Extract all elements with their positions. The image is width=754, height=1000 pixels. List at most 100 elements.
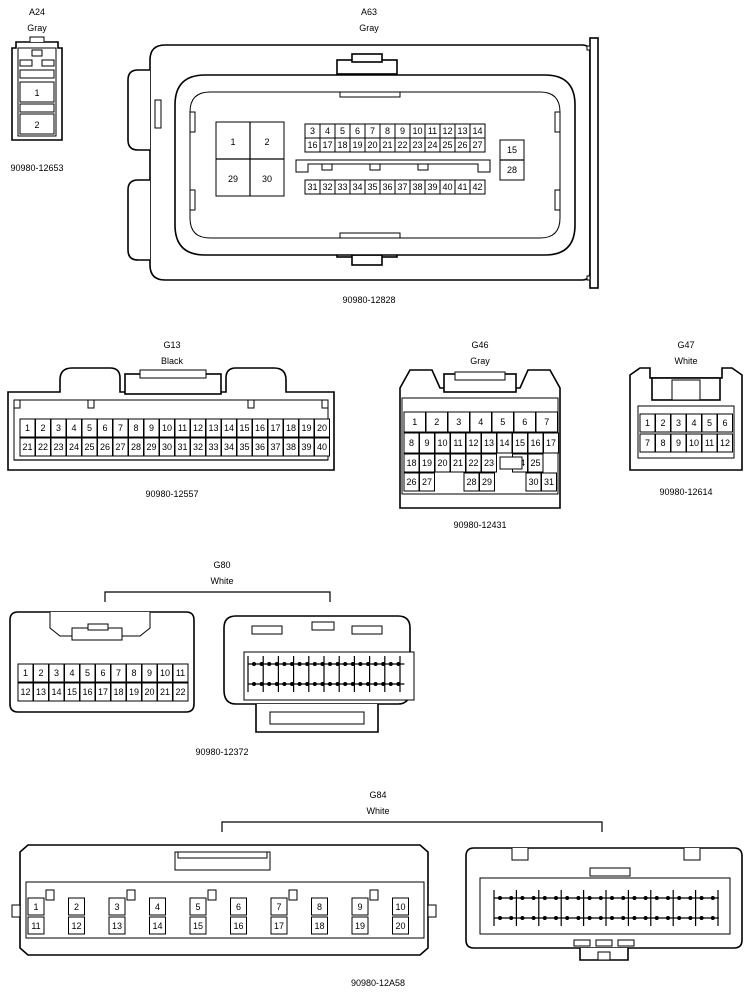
- pin-number: 7: [544, 417, 549, 427]
- terminal-dot: [531, 896, 536, 900]
- terminal-dot: [312, 682, 317, 686]
- latch-slot: [207, 889, 217, 901]
- pin-number: 16: [255, 423, 265, 433]
- a24-pin: 2: [34, 120, 39, 130]
- pin-number: 10: [412, 126, 422, 136]
- pin-number: 22: [38, 442, 48, 452]
- pin-number: 12: [468, 438, 478, 448]
- pin-number: 7: [370, 126, 375, 136]
- pin-number: 21: [160, 687, 170, 697]
- terminal-dot: [688, 916, 693, 920]
- pin-number: 38: [286, 442, 296, 452]
- pin-number: 9: [147, 668, 152, 678]
- pin-number: 3: [114, 902, 119, 912]
- pin-number: 16: [307, 140, 317, 150]
- terminal-dot: [710, 916, 715, 920]
- terminal-dot: [358, 682, 363, 686]
- terminal-dot: [358, 662, 363, 666]
- pin-number: 24: [69, 442, 79, 452]
- pin-number: 2: [74, 902, 79, 912]
- terminal-dot: [710, 896, 715, 900]
- terminal-dot: [576, 896, 581, 900]
- pin-number: 6: [236, 902, 241, 912]
- pin-number: 7: [118, 423, 123, 433]
- pin-number: 40: [317, 442, 327, 452]
- pin-cell: [68, 897, 85, 916]
- pin-number: 17: [270, 423, 280, 433]
- pin-number: 5: [500, 417, 505, 427]
- pin-number: 33: [337, 182, 347, 192]
- terminal-dot: [267, 682, 272, 686]
- pin-number: 12: [442, 126, 452, 136]
- terminal-dot: [632, 916, 637, 920]
- pin-number: 6: [355, 126, 360, 136]
- pin-number: 16: [82, 687, 92, 697]
- a63-pin: 1: [230, 137, 235, 147]
- pin-number: 17: [322, 140, 332, 150]
- pin-number: 34: [352, 182, 362, 192]
- pin-number: 2: [40, 423, 45, 433]
- pin-number: 20: [395, 921, 405, 931]
- pin-number: 32: [322, 182, 332, 192]
- pin-number: 8: [409, 438, 414, 448]
- terminal-dot: [598, 916, 603, 920]
- pin-number: 2: [38, 668, 43, 678]
- pin-cell: [535, 411, 558, 433]
- pin-number: 1: [25, 423, 30, 433]
- pin-number: 16: [530, 438, 540, 448]
- g46-part-number: 90980-12431: [453, 520, 506, 530]
- pin-number: 21: [22, 442, 32, 452]
- pin-number: 19: [301, 423, 311, 433]
- pin-number: 5: [340, 126, 345, 136]
- pin-number: 13: [457, 126, 467, 136]
- pin-cell: [27, 897, 45, 916]
- pin-number: 1: [412, 417, 417, 427]
- terminal-dot: [343, 682, 348, 686]
- pin-cell: [419, 472, 435, 492]
- pin-number: 13: [112, 921, 122, 931]
- terminal-dot: [587, 916, 592, 920]
- g46-color: Gray: [470, 356, 490, 366]
- terminal-dot: [297, 682, 302, 686]
- terminal-dot: [643, 916, 648, 920]
- pin-number: 21: [453, 458, 463, 468]
- pin-cell: [108, 897, 126, 916]
- pin-number: 38: [412, 182, 422, 192]
- pin-cell: [351, 897, 369, 916]
- g84-color: White: [366, 806, 389, 816]
- pin-cell: [469, 179, 486, 195]
- pin-number: 19: [422, 458, 432, 468]
- pin-number: 15: [515, 438, 525, 448]
- terminal-dot: [388, 682, 393, 686]
- pin-cell: [351, 916, 369, 935]
- pin-number: 11: [428, 126, 437, 136]
- pin-cell: [172, 682, 189, 702]
- pin-number: 18: [314, 921, 324, 931]
- terminal-dot: [509, 916, 514, 920]
- pin-number: 39: [427, 182, 437, 192]
- pin-number: 23: [484, 458, 494, 468]
- g13-code: G13: [163, 340, 180, 350]
- a24-code: A24: [29, 7, 45, 17]
- pin-number: 6: [522, 417, 527, 427]
- pin-number: 20: [144, 687, 154, 697]
- pin-number: 40: [442, 182, 452, 192]
- pin-number: 11: [31, 921, 40, 931]
- terminal-dot: [328, 682, 332, 686]
- pin-number: 27: [422, 477, 432, 487]
- terminal-dot: [343, 662, 348, 666]
- pin-number: 13: [208, 423, 218, 433]
- pin-number: 12: [71, 921, 81, 931]
- g13-part-number: 90980-12557: [145, 489, 198, 499]
- a63-pin: 2: [264, 137, 269, 147]
- terminal-dot: [677, 916, 682, 920]
- g13-color: Black: [161, 356, 184, 366]
- a63-color: Gray: [359, 23, 379, 33]
- terminal-dot: [542, 916, 547, 920]
- terminal-dot: [699, 896, 704, 900]
- pin-number: 39: [301, 442, 311, 452]
- pin-number: 35: [367, 182, 377, 192]
- pin-number: 25: [530, 458, 540, 468]
- pin-number: 5: [85, 668, 90, 678]
